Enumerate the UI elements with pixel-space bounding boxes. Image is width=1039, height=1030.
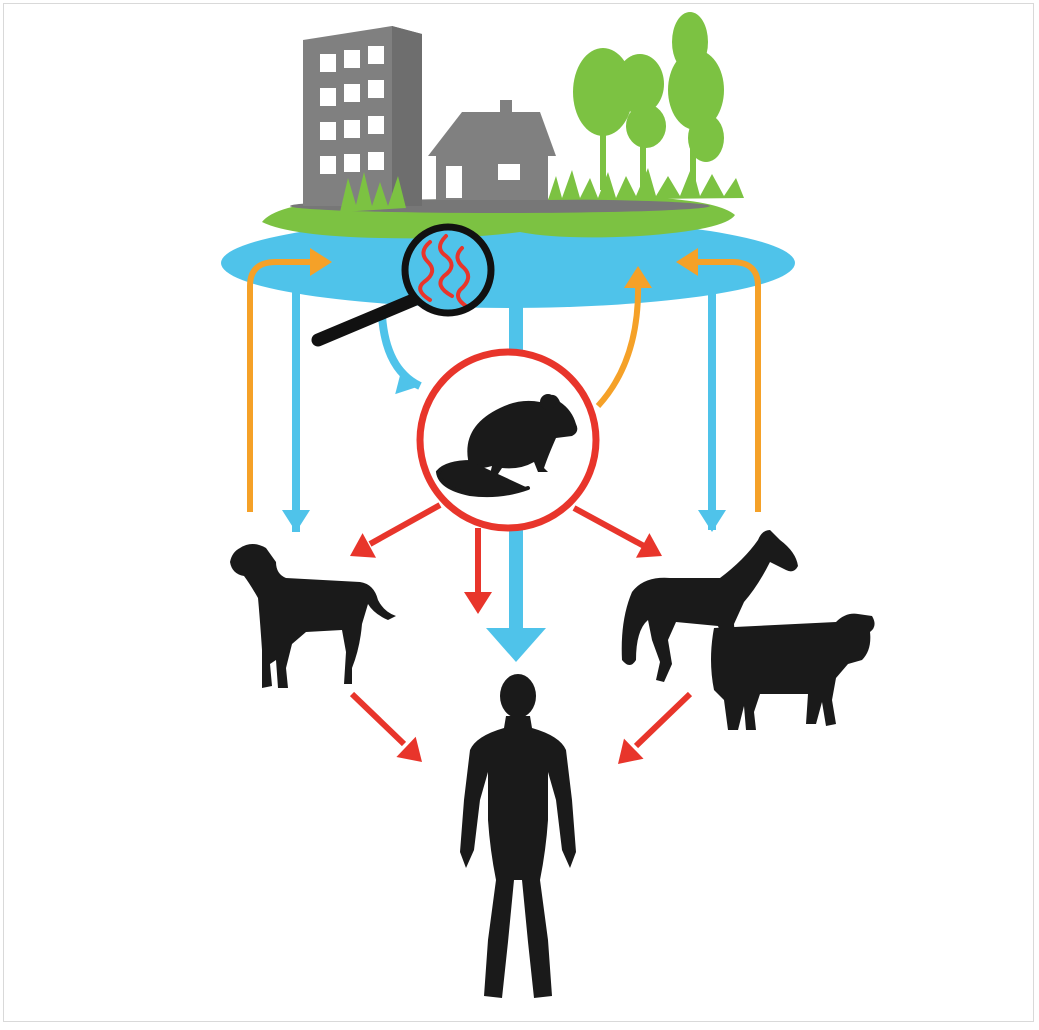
water-pool-icon bbox=[221, 218, 795, 308]
arrow-head bbox=[310, 248, 332, 276]
arrow-shaft bbox=[633, 691, 693, 749]
rat-reservoir bbox=[416, 348, 600, 532]
trees-icon bbox=[573, 12, 724, 190]
arrow-head bbox=[395, 366, 420, 395]
arrow-head bbox=[635, 533, 662, 558]
arrow-dog-to-human bbox=[349, 691, 422, 762]
house-icon bbox=[428, 100, 556, 200]
arrow-shaft bbox=[247, 259, 312, 512]
arrow-shaft bbox=[368, 502, 442, 547]
arrow-shaft bbox=[595, 281, 642, 409]
arrow-head bbox=[618, 738, 644, 764]
apartment-building-icon bbox=[303, 26, 422, 206]
arrow-water-to-reservoir bbox=[378, 315, 422, 395]
arrow-water-to-livestock bbox=[698, 290, 726, 532]
arrow-water-to-dog bbox=[282, 290, 310, 532]
arrow-head bbox=[676, 248, 698, 276]
rat-icon bbox=[435, 394, 578, 498]
arrow-head bbox=[350, 533, 377, 558]
arrow-reservoir-to-livestock bbox=[572, 505, 662, 558]
arrow-reservoir-to-human bbox=[464, 528, 492, 614]
arrow-head bbox=[624, 266, 652, 288]
arrow-shaft bbox=[572, 505, 646, 549]
horse-icon bbox=[621, 530, 798, 682]
dog-icon bbox=[230, 544, 396, 688]
arrow-head bbox=[396, 736, 422, 762]
arrow-head bbox=[464, 592, 492, 614]
arrow-livestock-to-human bbox=[618, 691, 693, 764]
arrow-head bbox=[698, 510, 726, 532]
environment bbox=[221, 12, 795, 308]
arrow-reservoir-to-water bbox=[595, 266, 652, 409]
cow-icon bbox=[711, 613, 875, 730]
arrow-livestock-to-water bbox=[676, 248, 761, 512]
arrow-shaft bbox=[696, 259, 761, 512]
horse-cow-icon bbox=[621, 530, 875, 730]
human-icon bbox=[460, 674, 576, 998]
arrow-head bbox=[282, 510, 310, 532]
arrow-reservoir-to-dog bbox=[350, 502, 442, 558]
arrow-dog-to-water bbox=[247, 248, 332, 512]
arrow-head bbox=[486, 628, 546, 662]
magnifying-glass-bacteria-icon bbox=[311, 223, 495, 347]
arrow-shaft bbox=[349, 691, 407, 747]
grass-icon bbox=[340, 172, 406, 212]
